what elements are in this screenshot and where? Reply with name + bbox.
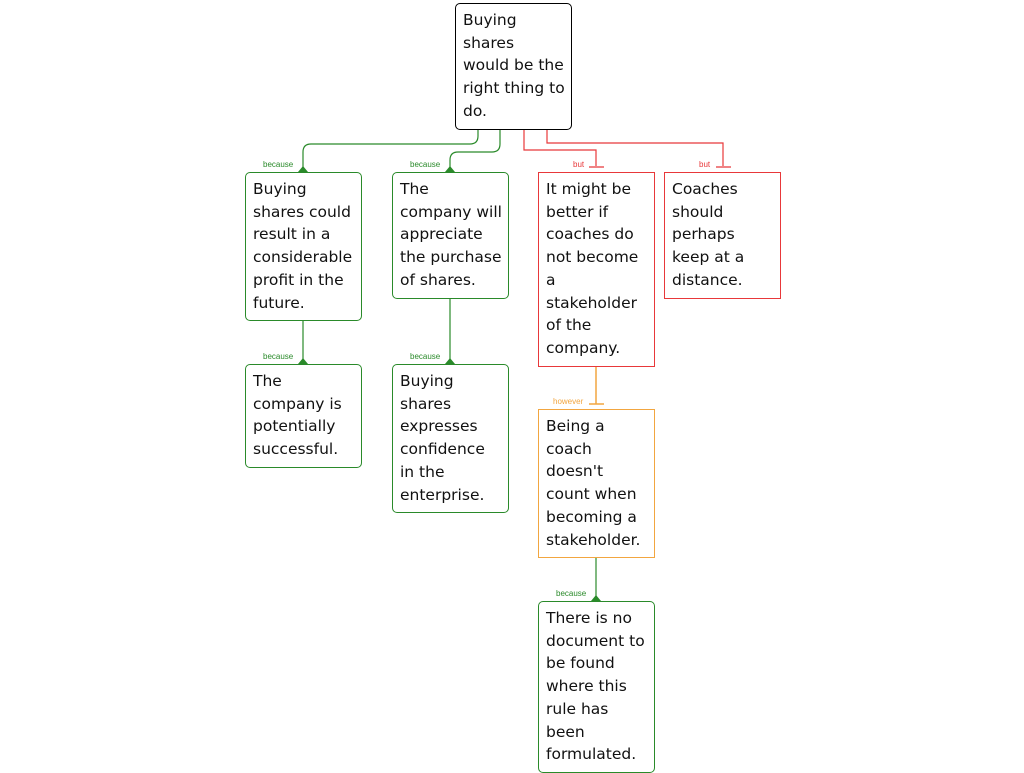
arrowhead xyxy=(445,166,455,172)
connector-c-root xyxy=(517,125,604,168)
connector-b-root xyxy=(449,122,501,172)
objection-node-d[interactable]: Coaches should perhaps keep at a distanc… xyxy=(664,172,781,299)
label-because: because xyxy=(556,589,587,598)
label-but: but xyxy=(573,160,585,169)
arrowhead xyxy=(591,595,601,601)
label-but: but xyxy=(699,160,711,169)
label-because: because xyxy=(263,352,294,361)
reason-node-a1[interactable]: The company is potentially successful. xyxy=(245,364,362,468)
reason-node-a[interactable]: Buying shares could result in a consider… xyxy=(245,172,362,322)
label-however: however xyxy=(553,397,584,406)
connector-a-root xyxy=(302,122,479,172)
connector-c1-c xyxy=(589,364,604,405)
label-because: because xyxy=(410,352,441,361)
rebuttal-node-c1[interactable]: Being a coach doesn't count when becomin… xyxy=(538,409,655,559)
reason-node-b[interactable]: The company will appreciate the purchase… xyxy=(392,172,509,299)
claim-node-root[interactable]: Buying shares would be the right thing t… xyxy=(455,3,572,130)
arrowhead xyxy=(445,358,455,364)
label-because: because xyxy=(410,160,441,169)
reason-node-c2[interactable]: There is no document to be found where t… xyxy=(538,601,655,773)
reason-node-b1[interactable]: Buying shares expresses confidence in th… xyxy=(392,364,509,514)
arrowhead xyxy=(298,166,308,172)
objection-node-c[interactable]: It might be better if coaches do not bec… xyxy=(538,172,655,367)
label-because: because xyxy=(263,160,294,169)
arrowhead xyxy=(298,358,308,364)
